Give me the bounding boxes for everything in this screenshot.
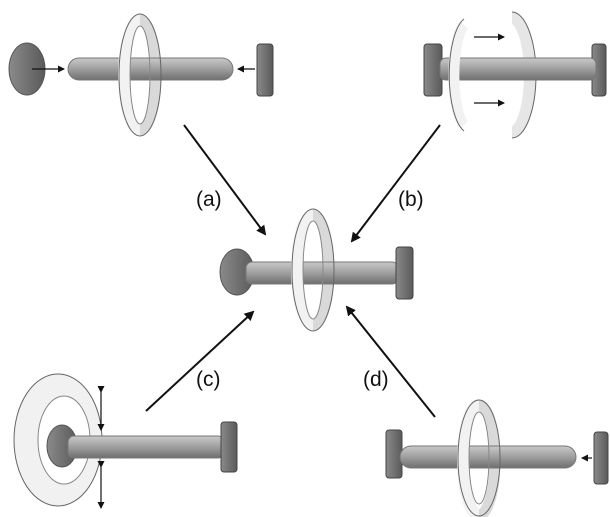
- panel-b-ring-left-half: [448, 21, 469, 129]
- panel-a-ring-front: [118, 14, 142, 136]
- panel-d-axle: [399, 445, 577, 469]
- center-axle: [245, 261, 399, 285]
- center-ring-outline: [291, 208, 335, 332]
- label-a: (a): [196, 188, 222, 211]
- panel-b-ring-left-half-edge: [448, 18, 465, 132]
- center-right-stopper: [395, 246, 414, 300]
- panel-d-ring-front: [457, 399, 481, 517]
- panel-d-assembly: [385, 399, 609, 517]
- center-ring-inner: [302, 220, 324, 320]
- panel-a-ring-outline: [118, 13, 162, 137]
- panel-d-left-stopper: [385, 429, 403, 479]
- panel-b-left-stopper: [423, 43, 443, 97]
- label-c: (c): [196, 368, 221, 391]
- panel-c-axle: [67, 435, 225, 459]
- panel-b-axle: [439, 57, 597, 81]
- panel-a-assembly: [8, 13, 274, 137]
- panel-a-right-stopper: [256, 43, 274, 97]
- label-b: (b): [398, 188, 424, 211]
- label-d: (d): [363, 368, 389, 391]
- arrow-c-to-center: [145, 310, 255, 412]
- panel-a-ring-inner: [129, 25, 151, 125]
- center-rotaxane: [219, 208, 414, 332]
- panel-c-right-stopper: [220, 421, 238, 473]
- arrow-a-to-center: [183, 124, 267, 236]
- panel-d-ring-outline: [457, 399, 501, 517]
- arrow-d-to-center: [345, 305, 436, 418]
- panel-a-axle: [67, 57, 234, 81]
- panel-d-ring-inner: [468, 411, 490, 505]
- panel-b-assembly: [423, 11, 607, 139]
- panel-d-right-stopper: [593, 431, 609, 485]
- arrow-b-to-center: [350, 124, 441, 243]
- center-ring-front: [291, 209, 315, 331]
- panel-c-assembly: [13, 373, 238, 509]
